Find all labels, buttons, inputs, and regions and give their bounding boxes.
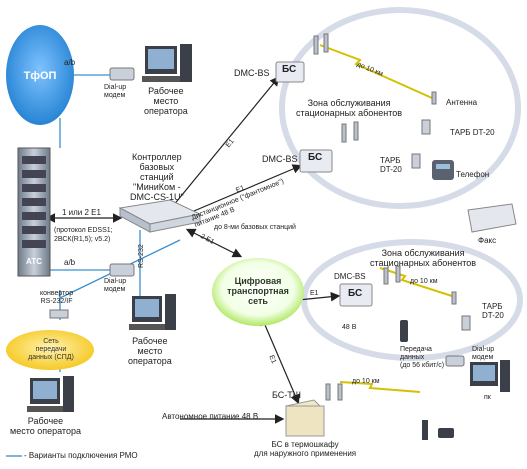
link-lines: [45, 76, 341, 424]
telephone: [432, 160, 454, 180]
service-zone-label-2: Зона обслуживания стационарных абонентов: [370, 248, 477, 268]
dmc-bs-label-2: DMC-BS: [262, 154, 298, 164]
controller-label: Контроллер базовых станций "МиниКом - DM…: [130, 152, 184, 202]
pc-operator-top: [142, 44, 192, 82]
ab-label-top: a/b: [64, 58, 76, 67]
dmc-bs-label-1: DMC-BS: [234, 68, 270, 78]
e1-label-right: E1: [310, 290, 319, 297]
rs232-label: RS-232: [138, 244, 145, 268]
tarb-label-1: ТАРБ DT-20: [450, 128, 495, 137]
rmo-connection-lines: [40, 74, 181, 372]
data-network-ellipse: [6, 330, 94, 370]
pstn-cloud: [6, 25, 74, 125]
antenna-group-bs2: [341, 121, 359, 143]
base-station-3: [339, 283, 373, 307]
base-station-2: [299, 149, 333, 173]
protocol-label: (протокол EDSS1; 2ВСК(R1,5); v5.2): [54, 227, 113, 243]
digital-transport-network: [212, 258, 304, 326]
distance-label-2: до 10 км: [410, 278, 438, 285]
dmc-bs-label-3: DMC-BS: [334, 272, 366, 281]
fax: [467, 203, 517, 233]
desk-phone-bottom: [438, 428, 454, 438]
base-station-cabinet: [285, 399, 325, 437]
pc-operator-bottom: [27, 376, 74, 412]
operator-label-bottom: Рабочее место оператора: [10, 416, 81, 436]
pc-operator-mid: [129, 294, 176, 330]
dialup-label-bottom: Dial-up модем: [104, 278, 127, 293]
spd-label: Сеть передачи данных (СПД): [28, 338, 74, 361]
autonomous-power-label: Автономное питание 48 В: [162, 412, 259, 421]
pole-phone: [422, 420, 428, 440]
dialup-label-right: Dial-up модем: [472, 346, 495, 361]
pc-label: пк: [484, 394, 491, 401]
voltage-label: 48 В: [342, 324, 357, 331]
bs-label-3: БС: [348, 288, 363, 299]
up-to-8-label: до 8-ми базовых станций: [214, 224, 296, 231]
ab-label-bottom: a/b: [64, 258, 76, 267]
dialup-modem-bottom: [109, 263, 135, 277]
legend-label: - Варианты подключения РМО: [24, 451, 138, 460]
operator-label-top: Рабочее место оператора: [144, 86, 188, 116]
phone-label: Телефон: [456, 170, 490, 179]
e1-link-label: 1 или 2 Е1: [62, 208, 101, 217]
operator-label-mid: Рабочее место оператора: [128, 336, 172, 366]
radio-link-3: [339, 381, 421, 393]
converter-label: конвертор RS-232/IF: [40, 290, 74, 305]
cordless-phone: [400, 320, 408, 342]
ats-label: АТС: [26, 257, 42, 266]
digital-network-label: Цифровая транспортная сеть: [227, 276, 289, 306]
antenna-group-bs3: [383, 265, 401, 285]
pc-right: [470, 360, 510, 392]
subscriber-antenna-1: [431, 91, 437, 105]
tarb-label-2: ТАРБ DT-20: [380, 156, 402, 174]
dialup-modem-right: [445, 355, 465, 367]
dialup-label-top: Dial-up модем: [104, 84, 127, 99]
data-transfer-label: Передача данных (до 56 кбит/с): [400, 346, 445, 369]
distance-label-3: до 10 км: [352, 378, 380, 385]
tarb-label-3: ТАРБ DT-20: [482, 302, 504, 320]
radio-link-2: [379, 267, 453, 297]
fax-label: Факс: [478, 236, 497, 245]
tarb-terminal-3: [461, 315, 471, 331]
dialup-modem-top: [109, 67, 135, 81]
service-zone-top: [279, 7, 521, 209]
subscriber-antenna-2: [451, 291, 457, 305]
ats-rack: [17, 147, 51, 277]
antenna-group-cabinet: [325, 383, 343, 401]
tarb-terminal-1: [421, 119, 431, 135]
converter-device: [49, 309, 69, 319]
tarb-terminal-2: [411, 153, 421, 169]
base-station-1: [275, 61, 305, 83]
controller-device: [118, 199, 202, 233]
bs-label-1: БС: [282, 64, 297, 75]
bs-label-2: БС: [308, 152, 323, 163]
pstn-label: ТфОП: [24, 70, 57, 82]
antenna-label: Антенна: [446, 98, 478, 107]
service-zone-label-1: Зона обслуживания стационарных абонентов: [296, 98, 403, 118]
cabinet-bs-label: БС в термошкафу для наружного применения: [254, 440, 357, 458]
antenna-group-bs1: [313, 33, 329, 55]
radio-link-1: [319, 44, 433, 99]
bs-tsh-label: БС-ТШ: [272, 390, 302, 400]
